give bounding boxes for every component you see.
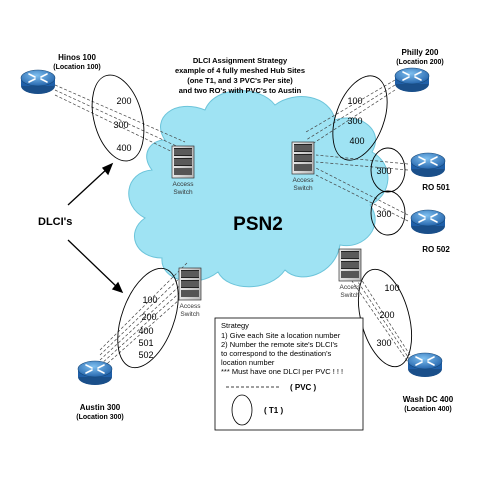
strategy-line-4: location number [221, 358, 275, 367]
dlci-philly-100: 100 [347, 96, 362, 106]
t1-ro501 [370, 147, 406, 193]
switch-austin-line2: Switch [180, 311, 200, 318]
switch-hinos-line2: Switch [173, 189, 193, 196]
strategy-line-2: 2) Number the remote site's DLCI's [221, 340, 338, 349]
t1-philly [332, 75, 388, 161]
switch-austin-line1: Access [180, 303, 202, 310]
site-philly-location: (Location 200) [396, 59, 443, 66]
access-switch-philly: Access Switch [291, 141, 315, 192]
site-philly-name: Philly 200 [402, 48, 439, 57]
dlci-washdc-300: 300 [376, 338, 391, 348]
site-washdc-location: (Location 400) [404, 406, 451, 413]
t1-austin [117, 267, 179, 369]
access-switch-austin: Access Switch [178, 267, 202, 318]
router-philly-icon [394, 67, 430, 93]
dlci-austin: 100 200 400 501 502 [138, 295, 157, 360]
site-ro502-name: RO 502 [422, 245, 450, 254]
switch-philly-line1: Access [293, 177, 315, 184]
switch-philly-line2: Switch [293, 185, 313, 192]
title-line-3: (one T1, and 3 PVC's Per site) [187, 76, 293, 85]
title-line-2: example of 4 fully meshed Hub Sites [175, 66, 305, 75]
router-washdc-icon [407, 352, 443, 378]
cloud-label: PSN2 [233, 214, 283, 235]
site-hinos-location: (Location 100) [53, 64, 100, 71]
site-hinos-name: Hinos 100 [58, 53, 96, 62]
dlci-washdc-100: 100 [384, 283, 399, 293]
dlci-washdc-200: 200 [379, 310, 394, 320]
legend-t1-ellipse [231, 394, 253, 426]
strategy-legend: Strategy 1) Give each Site a location nu… [214, 317, 364, 431]
dlci-hinos-200: 200 [116, 96, 131, 106]
dlci-philly-300: 300 [347, 116, 362, 126]
access-switch-hinos: Access Switch [171, 145, 195, 196]
strategy-line-5: *** Must have one DLCI per PVC ! ! ! [221, 367, 343, 376]
dlci-philly: 100 300 400 [347, 96, 364, 146]
site-ro501-name: RO 501 [422, 183, 450, 192]
dlci-austin-400: 400 [138, 326, 153, 336]
legend-pvc-label: ( PVC ) [290, 383, 317, 392]
router-ro502-icon [410, 209, 446, 235]
dlci-austin-100: 100 [142, 295, 157, 305]
pvc-lines [54, 79, 411, 371]
dlci-hinos-300: 300 [113, 120, 128, 130]
title-line-1: DLCI Assignment Strategy [193, 56, 288, 65]
t1-ro502 [370, 190, 406, 236]
dlci-ro502-300: 300 [376, 209, 391, 219]
switch-hinos-line1: Access [173, 181, 195, 188]
router-hinos-icon [20, 69, 56, 95]
dlci-philly-400: 400 [349, 136, 364, 146]
t1-hinos [91, 74, 145, 162]
strategy-line-1: 1) Give each Site a location number [221, 331, 341, 340]
psn-cloud [128, 90, 389, 288]
access-switch-washdc: Access Switch [338, 248, 362, 299]
switch-washdc-line1: Access [340, 284, 362, 291]
legend-t1-label: ( T1 ) [264, 406, 283, 415]
site-washdc-name: Wash DC 400 [403, 395, 454, 404]
strategy-line-3: to correspond to the destination's [221, 349, 332, 358]
dlci-austin-502: 502 [138, 350, 153, 360]
dlci-ro501-300: 300 [376, 166, 391, 176]
switch-washdc-line2: Switch [340, 292, 360, 299]
dlcis-label: DLCI's [38, 216, 72, 228]
site-austin-name: Austin 300 [80, 403, 121, 412]
router-ro501-icon [410, 152, 446, 178]
dlci-hinos: 200 300 400 [113, 96, 131, 153]
t1-ellipses [91, 74, 412, 369]
router-austin-icon [77, 360, 113, 386]
site-austin-location: (Location 300) [76, 414, 123, 421]
dlci-austin-200: 200 [141, 312, 156, 322]
dlci-hinos-400: 400 [116, 143, 131, 153]
title-line-4: and two RO's with PVC's to Austin [179, 86, 302, 95]
dlci-washdc: 100 200 300 [376, 283, 399, 348]
dlci-austin-501: 501 [138, 338, 153, 348]
dlci-arrows [67, 162, 124, 294]
strategy-heading: Strategy [221, 321, 249, 330]
